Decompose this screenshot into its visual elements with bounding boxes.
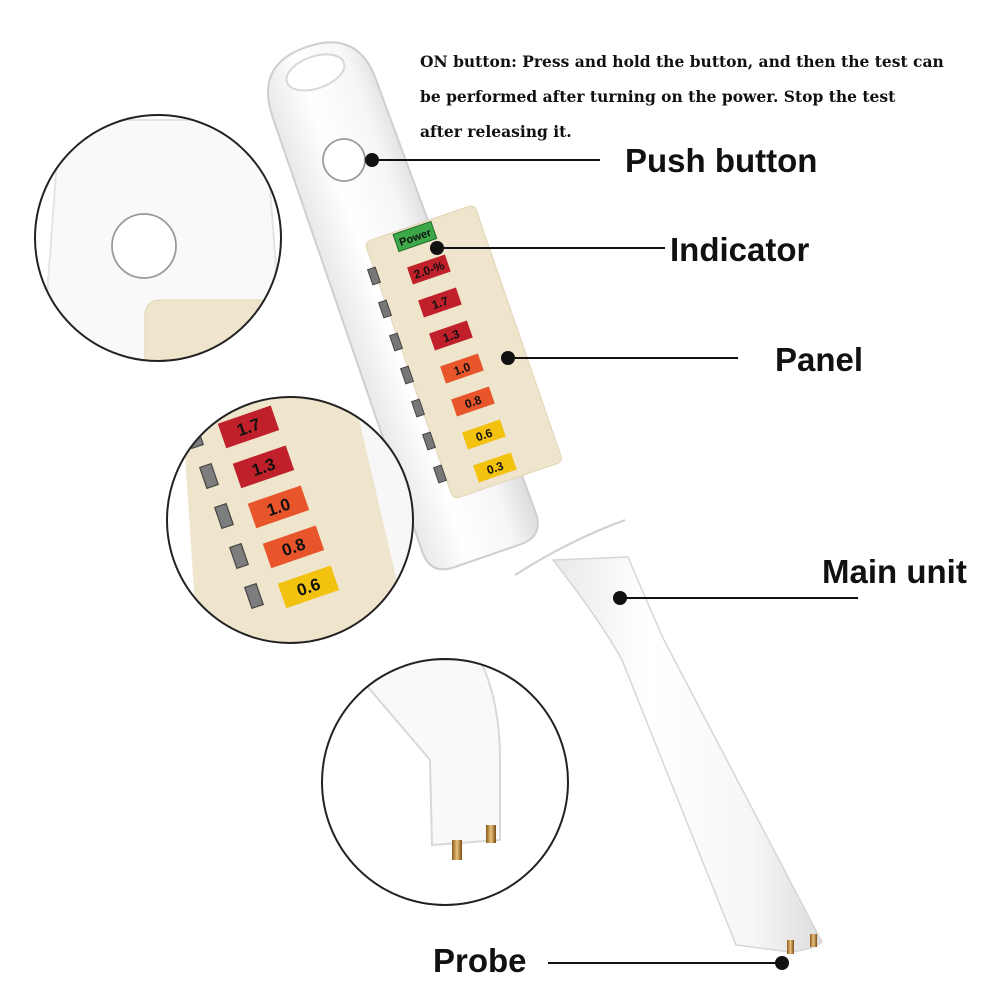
on-button-instructions: ON button: Press and hold the button, an… [420, 44, 944, 149]
svg-text:1.7: 1.7 [430, 294, 451, 313]
svg-text:0.6: 0.6 [474, 426, 495, 445]
zoom-level-label: 1.0 [247, 485, 310, 529]
level-led [432, 464, 448, 484]
level-label: 2.0-% [407, 254, 451, 285]
note-line-3: after releasing it. [420, 122, 572, 141]
zoom-level-led [198, 462, 220, 490]
zoom-level-led [243, 582, 265, 610]
zoom-level-label: 1.7 [217, 405, 280, 449]
level-led [421, 431, 437, 451]
level-led [377, 299, 393, 319]
zoom-panel-detail: 1.71.31.00.80.6 [166, 396, 414, 644]
level-label: 0.3 [473, 452, 517, 483]
leader-lines [372, 159, 858, 964]
level-label: 1.7 [418, 287, 462, 318]
level-label: 1.3 [429, 320, 473, 351]
zoom-level-led [228, 542, 250, 570]
level-label: 0.6 [462, 419, 506, 450]
level-led [410, 398, 426, 418]
level-label: 1.0 [440, 353, 484, 384]
note-line-2: be performed after turning on the power.… [420, 87, 896, 106]
svg-text:0.3: 0.3 [485, 459, 506, 478]
push-button[interactable] [322, 138, 366, 182]
zoom-level-led [213, 502, 235, 530]
level-led [366, 266, 382, 286]
note-line-1: ON button: Press and hold the button, an… [420, 52, 944, 71]
level-led [399, 365, 415, 385]
callout-push-button: Push button [625, 142, 818, 179]
callout-panel: Panel [775, 341, 864, 378]
leader-dots [365, 153, 789, 970]
svg-text:1.0: 1.0 [452, 360, 473, 379]
level-label: 0.8 [451, 386, 495, 417]
zoom-probe-detail [321, 658, 569, 906]
svg-text:0.8: 0.8 [463, 393, 484, 412]
callout-main-unit: Main unit [822, 553, 967, 590]
zoom-level-label: 1.3 [232, 445, 295, 489]
svg-text:1.3: 1.3 [441, 327, 462, 346]
level-led [388, 332, 404, 352]
callout-probe: Probe [433, 942, 527, 979]
zoom-level-label: 0.8 [262, 525, 325, 569]
zoom-level-label: 0.6 [277, 565, 340, 609]
callout-indicator: Indicator [670, 231, 810, 268]
